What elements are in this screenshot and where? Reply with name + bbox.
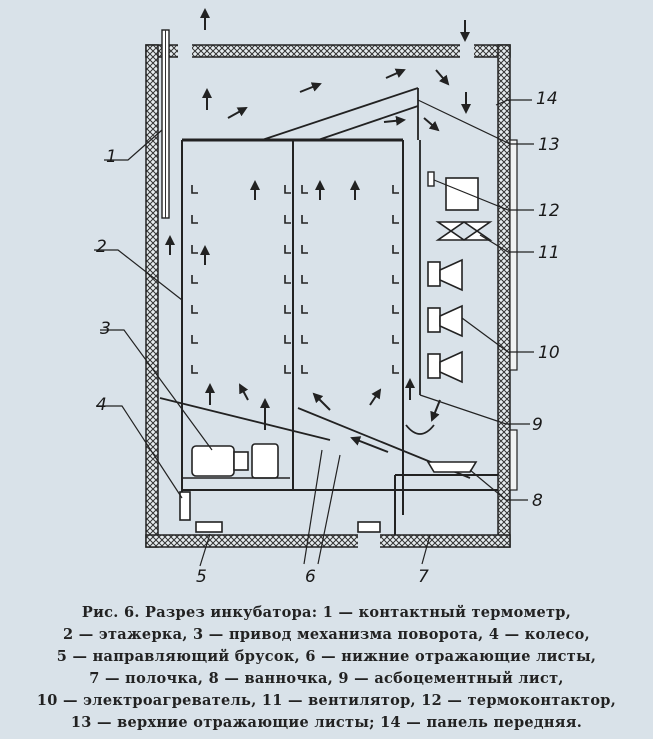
label-8: 8 [532,491,543,511]
label-10: 10 [538,343,560,363]
airflow-arrows [165,8,471,453]
guide-bar [195,521,381,533]
contact-thermometer [161,29,170,219]
caption-line-4: 7 — полочка, 8 — ванночка, 9 — асбоцемен… [89,670,564,687]
water-tray [426,461,478,473]
turning-drive [182,443,290,479]
label-13: 13 [538,135,560,155]
wheel [179,491,191,521]
label-1: 1 [106,147,117,167]
asbestos-sheet [405,140,435,435]
label-6: 6 [305,567,316,587]
caption-line-2: 2 — этажерка, 3 — привод механизма повор… [63,626,590,643]
fan [435,177,493,241]
caption-line-5: 10 — электроагреватель, 11 — вентилятор,… [36,692,617,709]
caption-line-3: 5 — направляющий брусок, 6 — нижние отра… [56,648,597,665]
incubator-section-diagram: 1 2 3 4 5 6 7 8 9 10 11 12 13 14 [94,8,560,587]
label-14: 14 [536,89,558,109]
leader-lines [94,99,534,567]
label-7: 7 [418,567,429,587]
front-panel [509,139,518,491]
label-12: 12 [538,201,560,221]
label-4: 4 [96,395,107,415]
label-2: 2 [96,237,107,257]
tray-marks [191,185,399,374]
thermocontactor [427,171,435,187]
label-9: 9 [532,415,543,435]
electric-heaters [427,258,463,384]
caption-line-6: 13 — верхние отражающие листы; 14 — пане… [70,714,583,731]
label-3: 3 [100,319,111,339]
incubator-walls [145,44,511,548]
shelf [182,474,498,535]
upper-reflecting-sheets [261,87,419,141]
label-5: 5 [196,567,207,587]
caption-line-1: Рис. 6. Разрез инкубатора: 1 — контактны… [81,604,572,621]
label-11: 11 [538,243,560,263]
